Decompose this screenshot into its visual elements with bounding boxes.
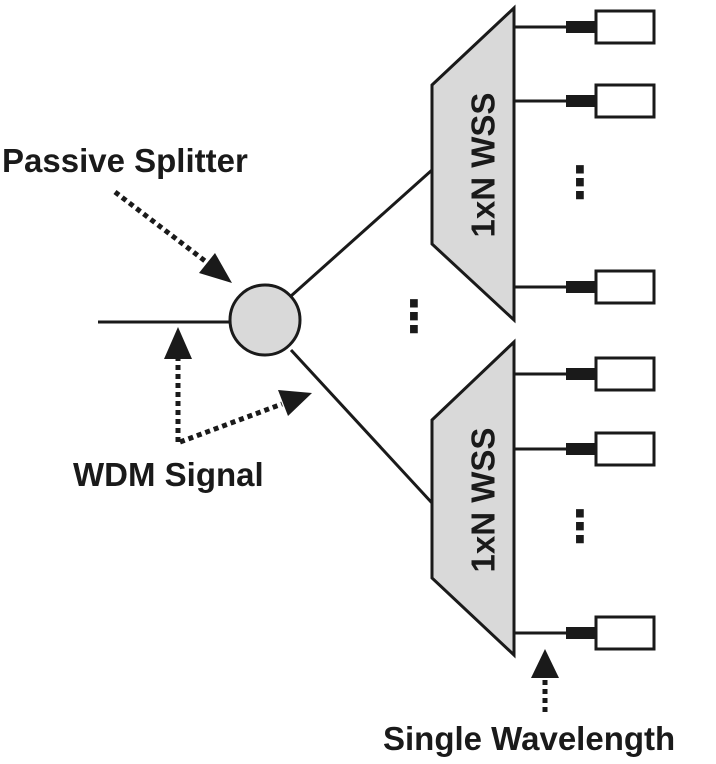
label-passive-splitter: Passive Splitter bbox=[2, 142, 248, 179]
ellipsis-bottom-ports: ⋮ bbox=[558, 503, 602, 552]
output-port bbox=[514, 431, 656, 467]
output-port bbox=[514, 83, 656, 119]
wss-top-label: 1xN WSS bbox=[465, 93, 502, 238]
passive-splitter-circle bbox=[228, 283, 302, 357]
wss-bottom-label: 1xN WSS bbox=[465, 428, 502, 573]
splitter-branch-lower bbox=[289, 348, 434, 505]
wss-bottom-trapezoid bbox=[430, 338, 516, 659]
arrow-splitter bbox=[113, 190, 232, 283]
output-port bbox=[514, 615, 656, 651]
output-port-group-bottom bbox=[514, 356, 656, 651]
wss-top-trapezoid bbox=[430, 4, 516, 324]
label-wdm-signal: WDM Signal bbox=[73, 456, 264, 493]
output-port-group-top bbox=[514, 9, 656, 305]
label-single-wavelength: Single Wavelength bbox=[383, 720, 675, 757]
splitter-branch-upper bbox=[290, 168, 433, 298]
ellipsis-top-ports: ⋮ bbox=[558, 159, 602, 208]
arrow-wdm-branch bbox=[179, 390, 312, 445]
output-port bbox=[514, 9, 656, 45]
arrow-wdm-input bbox=[164, 327, 192, 442]
output-port bbox=[514, 269, 656, 305]
output-port bbox=[514, 356, 656, 392]
ellipsis-middle: ⋮ bbox=[392, 293, 436, 342]
arrow-single-wavelength bbox=[531, 649, 559, 712]
